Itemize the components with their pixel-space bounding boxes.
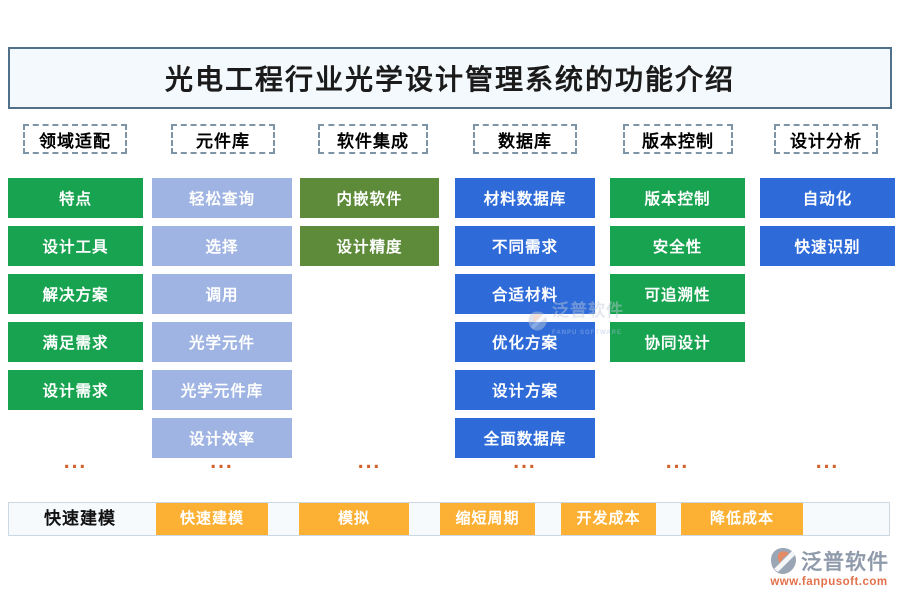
feature-box: 选择 xyxy=(152,226,292,266)
feature-box: 光学元件 xyxy=(152,322,292,362)
feature-box: 轻松查询 xyxy=(152,178,292,218)
column-design-analysis: 自动化 快速识别 xyxy=(760,178,895,274)
feature-box: 光学元件库 xyxy=(152,370,292,410)
page-title: 光电工程行业光学设计管理系统的功能介绍 xyxy=(8,47,892,109)
feature-box: 设计需求 xyxy=(8,370,143,410)
benefit-tag: 降低成本 xyxy=(681,503,803,535)
column-database: 材料数据库 不同需求 合适材料 优化方案 设计方案 全面数据库 xyxy=(455,178,595,466)
column-software-integration: 内嵌软件 设计精度 xyxy=(300,178,439,274)
column-domain-fit: 特点 设计工具 解决方案 满足需求 设计需求 xyxy=(8,178,143,418)
bottom-bar: 快速建模 快速建模 模拟 缩短周期 开发成本 降低成本 xyxy=(8,502,890,536)
header-software-integration: 软件集成 xyxy=(318,124,428,154)
feature-box: 解决方案 xyxy=(8,274,143,314)
feature-box: 自动化 xyxy=(760,178,895,218)
feature-box: 满足需求 xyxy=(8,322,143,362)
feature-box: 优化方案 xyxy=(455,322,595,362)
header-component-library: 元件库 xyxy=(171,124,275,154)
fanpu-logo-icon xyxy=(771,548,796,574)
feature-box: 协同设计 xyxy=(610,322,745,362)
feature-box: 版本控制 xyxy=(610,178,745,218)
feature-box: 设计方案 xyxy=(455,370,595,410)
fanpu-logo: 泛普软件 www.fanpusoft.com xyxy=(764,546,894,588)
benefit-tag: 缩短周期 xyxy=(440,503,535,535)
more-dots: ... xyxy=(513,450,537,473)
feature-box: 设计精度 xyxy=(300,226,439,266)
feature-box: 材料数据库 xyxy=(455,178,595,218)
feature-box: 全面数据库 xyxy=(455,418,595,458)
bottom-bar-label: 快速建模 xyxy=(44,509,116,528)
feature-box: 设计效率 xyxy=(152,418,292,458)
more-dots: ... xyxy=(210,450,234,473)
logo-text: 泛普软件 xyxy=(801,551,889,574)
feature-box: 合适材料 xyxy=(455,274,595,314)
feature-box: 不同需求 xyxy=(455,226,595,266)
feature-box: 特点 xyxy=(8,178,143,218)
benefit-tag: 开发成本 xyxy=(561,503,656,535)
more-dots: ... xyxy=(357,450,382,473)
logo-url: www.fanpusoft.com xyxy=(770,576,888,588)
feature-box: 调用 xyxy=(152,274,292,314)
column-component-library: 轻松查询 选择 调用 光学元件 光学元件库 设计效率 xyxy=(152,178,292,466)
column-version-control: 版本控制 安全性 可追溯性 协同设计 xyxy=(610,178,745,370)
feature-box: 可追溯性 xyxy=(610,274,745,314)
more-dots: ... xyxy=(665,450,690,473)
more-dots: ... xyxy=(815,450,840,473)
header-database: 数据库 xyxy=(473,124,577,154)
more-dots: ... xyxy=(63,450,88,473)
feature-box: 内嵌软件 xyxy=(300,178,439,218)
header-domain-fit: 领域适配 xyxy=(23,124,127,154)
feature-box: 快速识别 xyxy=(760,226,895,266)
feature-box: 设计工具 xyxy=(8,226,143,266)
benefit-tag: 模拟 xyxy=(299,503,409,535)
benefit-tag: 快速建模 xyxy=(156,503,268,535)
header-version-control: 版本控制 xyxy=(623,124,733,154)
header-design-analysis: 设计分析 xyxy=(774,124,878,154)
feature-box: 安全性 xyxy=(610,226,745,266)
